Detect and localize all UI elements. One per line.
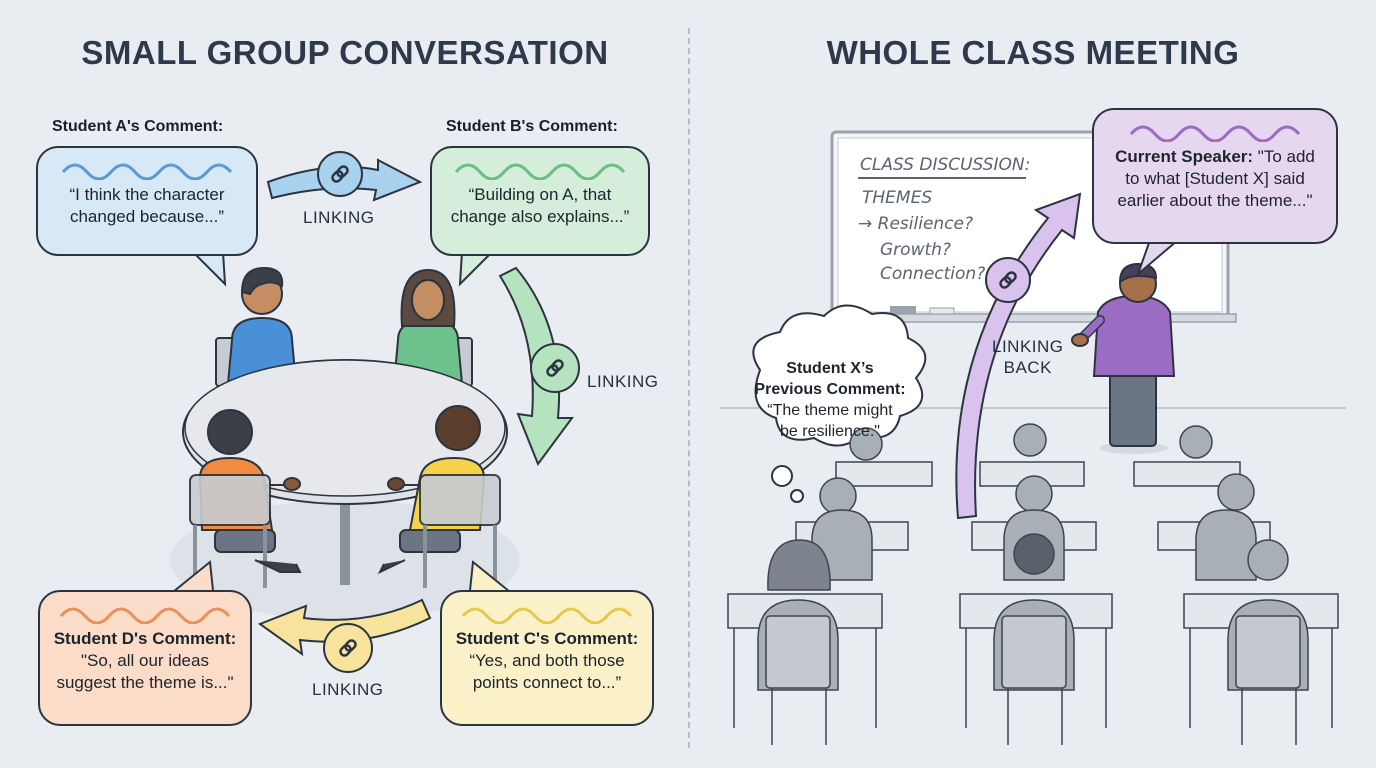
previous-comment-text: Student X’s Previous Comment: “The theme…	[740, 358, 920, 442]
previous-comment-label-2: Previous Comment:	[754, 381, 906, 398]
wave-icon	[61, 163, 233, 180]
student-b-quote-line-2: change also explains...”	[450, 207, 630, 226]
student-c-bubble: Student C's Comment: “Yes, and both thos…	[440, 590, 654, 726]
linking-back-line-1: LINKING	[992, 337, 1064, 356]
classroom-students	[727, 423, 1339, 745]
student-d-quote-line-2: suggest the theme is..."	[56, 673, 234, 692]
link-arrow-b-to-c	[498, 266, 580, 467]
current-speaker-quote-2: to what [Student X] said	[1125, 169, 1305, 188]
whiteboard-heading: CLASS DISCUSSION:	[860, 155, 1031, 175]
link-arrow-a-to-b	[266, 151, 423, 202]
current-speaker-bubble: Current Speaker: "To add to what [Studen…	[1092, 108, 1338, 244]
student-a-bubble: “I think the character changed because..…	[36, 146, 258, 256]
student-d-bubble: Student D's Comment: "So, all our ideas …	[38, 590, 252, 726]
whole-class-title: WHOLE CLASS MEETING	[826, 34, 1240, 71]
link-label-c-d: LINKING	[312, 680, 384, 699]
link-label-a-b: LINKING	[303, 208, 375, 227]
current-speaker-label: Current Speaker:	[1115, 147, 1254, 166]
student-c-quote-line-2: points connect to...”	[472, 673, 622, 692]
teacher-figure	[1071, 262, 1176, 454]
wave-icon	[454, 163, 626, 180]
student-b-quote-line-1: “Building on A, that	[468, 185, 612, 204]
student-b-bubble: “Building on A, that change also explain…	[430, 146, 650, 256]
current-speaker-quote-3: earlier about the theme..."	[1117, 191, 1313, 210]
whiteboard-subheading: THEMES	[862, 188, 933, 208]
panel-divider	[688, 28, 690, 748]
student-d-label: Student D's Comment:	[53, 629, 237, 648]
student-c-figure	[377, 405, 501, 588]
previous-comment-quote-2: be resilience."	[780, 423, 880, 440]
student-a-quote-line-1: “I think the character	[69, 185, 225, 204]
student-a-label: Student A's Comment:	[52, 118, 224, 135]
whiteboard-item-1: → Resilience?	[858, 214, 974, 234]
student-c-quote-line-1: “Yes, and both those	[469, 651, 625, 670]
current-speaker-line-1: Current Speaker: "To add	[1094, 146, 1336, 168]
student-a-quote-line-2: changed because...”	[69, 207, 225, 226]
thought-cloud	[752, 304, 927, 503]
link-arrow-c-to-d	[257, 598, 432, 673]
linking-back-arrow	[955, 192, 1082, 520]
student-c-label: Student C's Comment:	[455, 629, 639, 648]
whiteboard-item-2: Growth?	[880, 240, 951, 260]
whiteboard-item-3: Connection?	[880, 264, 986, 284]
current-speaker-quote-1: "To add	[1257, 147, 1315, 166]
wave-icon	[59, 607, 231, 624]
student-b-label: Student B's Comment:	[446, 118, 618, 135]
small-group-title: SMALL GROUP CONVERSATION	[81, 34, 609, 71]
linking-back-label: LINKING BACK	[992, 336, 1064, 378]
previous-comment-label-1: Student X’s	[786, 360, 874, 377]
previous-comment-quote-1: “The theme might	[767, 402, 893, 419]
student-d-quote-line-1: "So, all our ideas	[81, 651, 209, 670]
student-d-figure	[189, 409, 302, 588]
wave-icon	[461, 607, 633, 624]
link-label-b-c: LINKING	[587, 372, 659, 391]
wave-icon	[1129, 125, 1301, 142]
linking-back-line-2: BACK	[1003, 358, 1052, 377]
